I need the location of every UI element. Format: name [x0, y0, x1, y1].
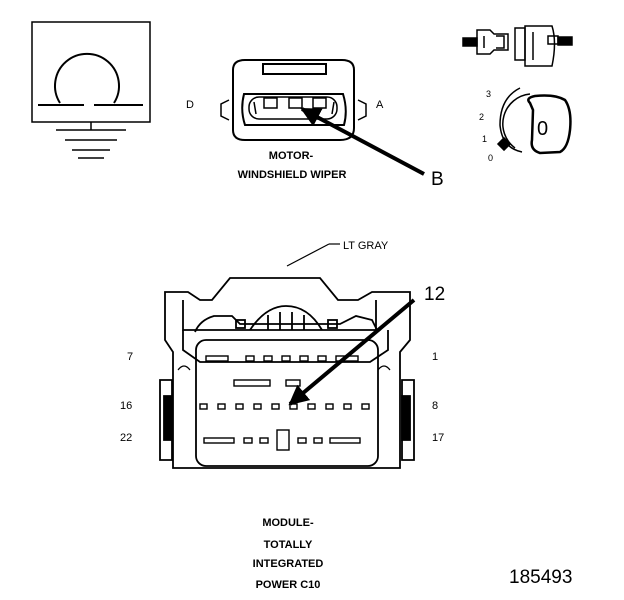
pin-cavity	[325, 403, 334, 410]
pin-cavity	[259, 437, 269, 444]
callout-b-label: B	[431, 169, 444, 190]
wiper-connector-name-line1: MOTOR-	[268, 150, 314, 162]
module-name-line4: POWER C10	[255, 579, 321, 591]
pin-cavity	[297, 437, 307, 444]
wiper-pin-a-label: A	[376, 99, 384, 111]
pin-1-label: 1	[432, 351, 439, 363]
latch-window	[276, 429, 290, 451]
pin-cavity	[271, 403, 280, 410]
callout-12-arrow	[288, 298, 416, 406]
pin-cavity	[253, 403, 262, 410]
callout-12-label: 12	[424, 284, 446, 305]
pin-cavity	[235, 403, 244, 410]
pin-17-label: 17	[432, 432, 445, 444]
callout-b-arrow	[300, 107, 425, 176]
ground-omega-symbol	[31, 21, 151, 159]
pin-cavity	[313, 437, 323, 444]
pin-cavity	[217, 403, 226, 410]
pin-22-label: 22	[120, 432, 133, 444]
module-name-line3: INTEGRATED	[252, 558, 324, 570]
pin-16-label: 16	[120, 400, 133, 412]
pin-cavity	[199, 403, 208, 410]
pin-cavity-wide	[329, 437, 361, 444]
pin-7-label: 7	[127, 351, 134, 363]
key-position-3-label: 3	[486, 89, 492, 99]
wiper-pin-d-label: D	[186, 99, 194, 111]
pin-cavity-wide	[203, 437, 235, 444]
module-name-line1: MODULE-	[262, 517, 314, 529]
keying-slot	[233, 379, 271, 387]
key-position-2-label: 2	[479, 112, 485, 122]
pin-cavity	[281, 355, 291, 362]
key-position-0-label: 0	[488, 153, 494, 163]
pin-cavity-wide	[205, 355, 229, 362]
terminal-drawing	[462, 25, 573, 67]
module-name-line2: TOTALLY	[263, 539, 313, 551]
wiper-connector-drawing	[220, 59, 367, 141]
wiper-connector-name-line2: WINDSHIELD WIPER	[237, 169, 347, 181]
module-color-label: LT GRAY	[343, 240, 389, 252]
keying-slot	[285, 379, 301, 387]
pin-cavity	[299, 355, 309, 362]
figure-number: 185493	[509, 567, 573, 588]
key-letter-label: 0	[537, 118, 549, 140]
pin-cavity	[343, 403, 352, 410]
pin-cavity	[245, 355, 255, 362]
pin-8-label: 8	[432, 400, 439, 412]
pin-cavity	[263, 355, 273, 362]
key-position-1-label: 1	[482, 134, 488, 144]
pin-cavity	[317, 355, 327, 362]
pin-cavity	[361, 403, 370, 410]
pin-cavity	[307, 403, 316, 410]
pin-cavity	[243, 437, 253, 444]
module-connector-drawing	[159, 243, 415, 469]
ignition-key-drawing	[496, 87, 572, 155]
module-pin-rows	[199, 355, 370, 451]
